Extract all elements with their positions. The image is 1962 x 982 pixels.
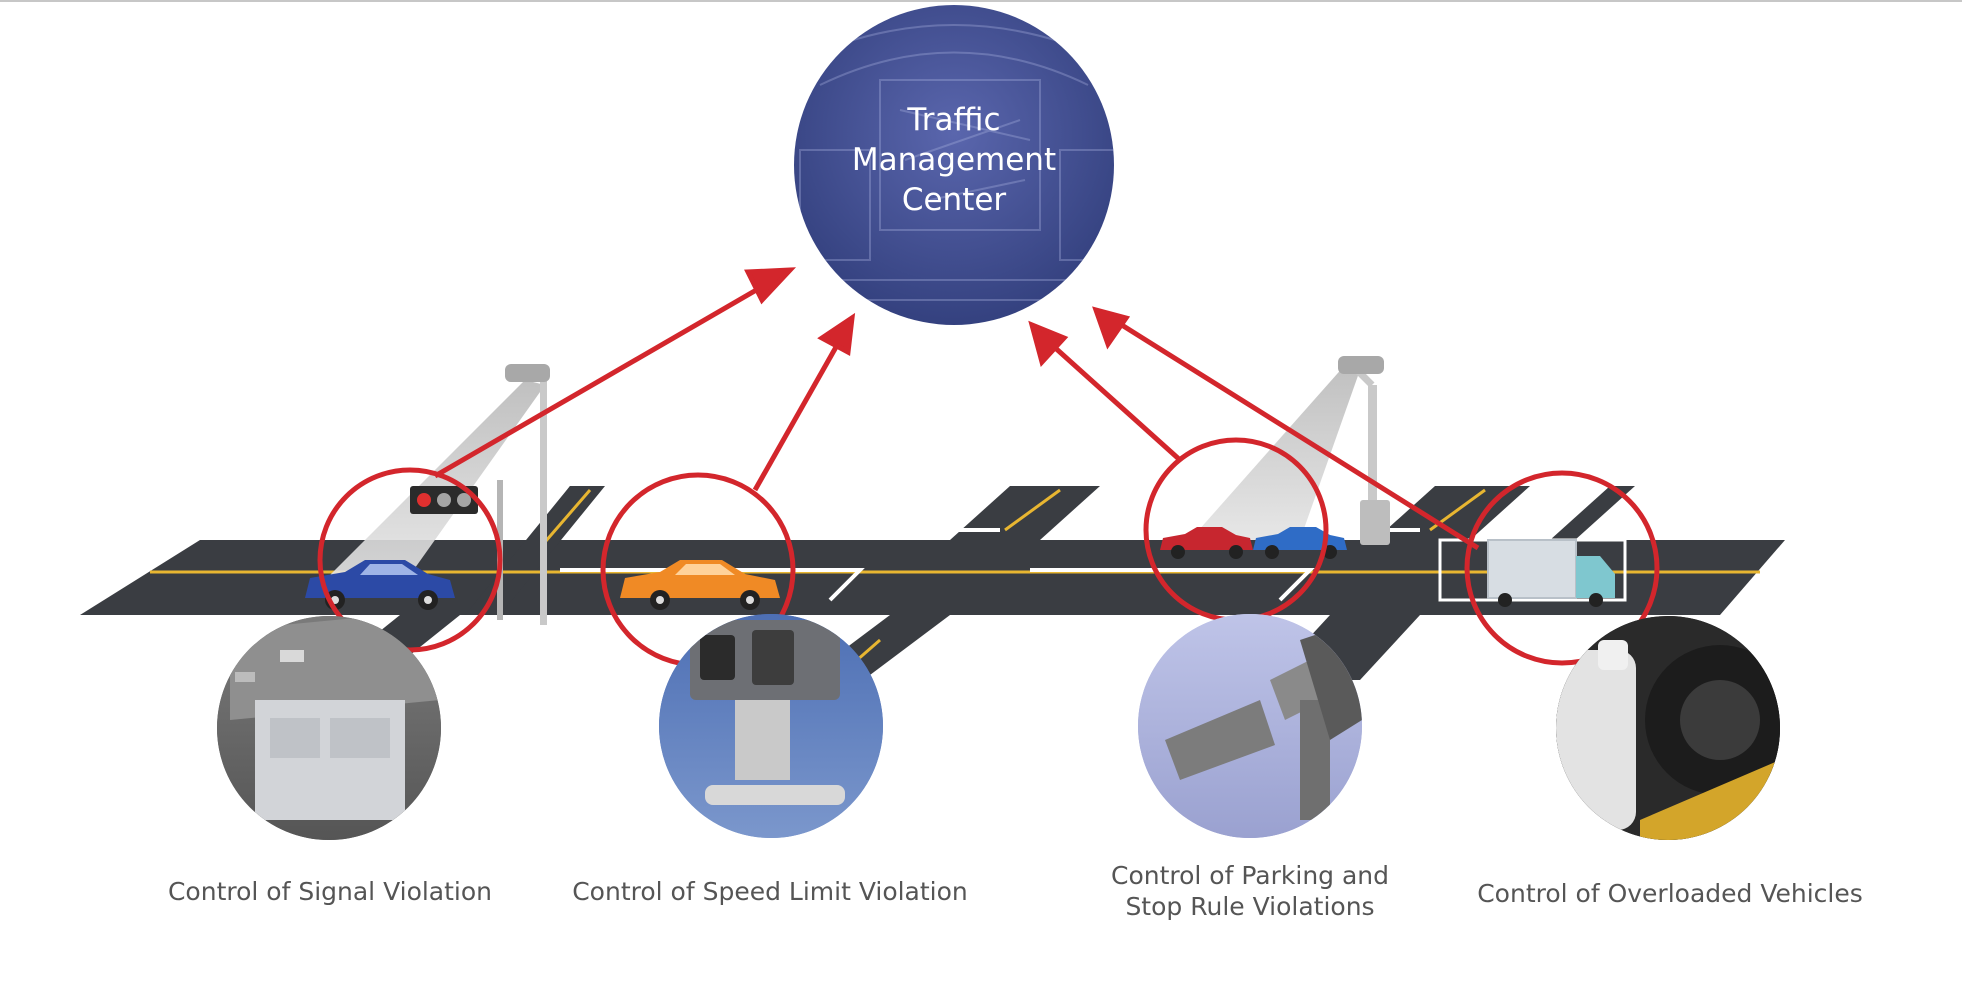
- arrow-parking-to-center: [1050, 343, 1182, 462]
- signal-violation-focus-ring: [317, 467, 503, 653]
- parking-stop-violation-caption: Control of Parking and Stop Rule Violati…: [1090, 860, 1410, 922]
- overload-focus-ring: [1464, 470, 1660, 666]
- center-title-line-2: Management: [851, 142, 1057, 178]
- speed-limit-violation-photo: [659, 614, 883, 838]
- traffic-management-center-label: Traffic Management Center: [795, 100, 1113, 220]
- arrow-overload-to-center: [1115, 319, 1480, 551]
- overloaded-vehicles-caption: Control of Overloaded Vehicles: [1477, 879, 1863, 908]
- arrow-head-parking: [1028, 320, 1069, 368]
- signal-violation-caption: Control of Signal Violation: [167, 877, 493, 906]
- arrow-speed-to-center: [752, 338, 843, 492]
- speed-limit-violation-caption: Control of Speed Limit Violation: [572, 877, 968, 906]
- center-title-line-1: Traffic: [907, 102, 1001, 138]
- parking-caption-line-1: Control of Parking and: [1110, 861, 1390, 890]
- truck-icon: [1487, 539, 1615, 607]
- red-car-icon: [1160, 527, 1253, 559]
- traffic-light-icon: [410, 486, 478, 514]
- blue-car-icon: [305, 560, 455, 610]
- orange-car-icon: [620, 560, 780, 610]
- center-title-line-3: Center: [901, 182, 1007, 218]
- road-network: [80, 486, 1785, 690]
- signal-violation-photo: [217, 616, 441, 840]
- arrow-head-overload: [1092, 306, 1131, 350]
- overloaded-vehicle-photo: [1556, 616, 1780, 840]
- parking-camera-pole: [1190, 356, 1390, 545]
- arrow-head-signal: [744, 267, 797, 305]
- top-border: [0, 0, 1962, 2]
- parking-caption-line-2: Stop Rule Violations: [1125, 892, 1375, 921]
- data-flow-arrows: [433, 267, 1480, 551]
- arrow-head-speed: [817, 312, 856, 356]
- parking-violation-photo: [1138, 614, 1362, 838]
- arrow-signal-to-center: [433, 282, 767, 479]
- traffic-management-center-node: [794, 5, 1114, 325]
